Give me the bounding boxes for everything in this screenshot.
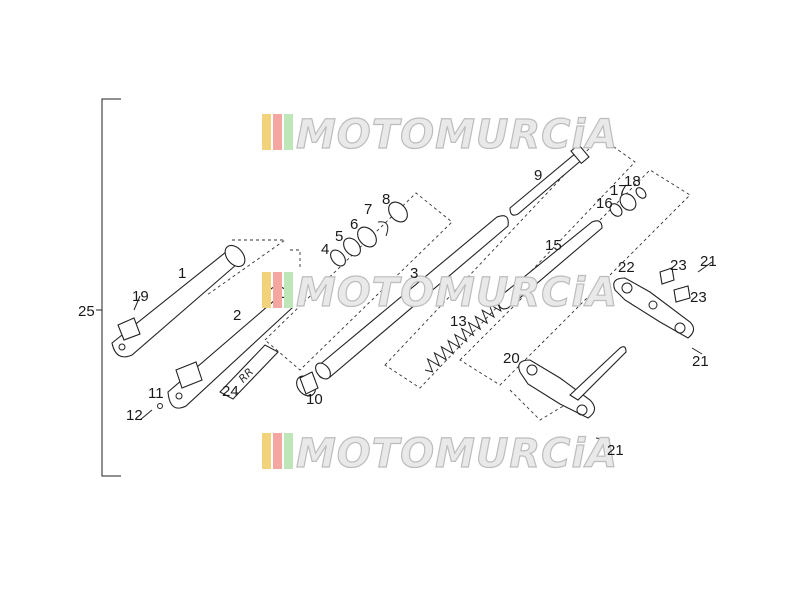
clamp-clips [659,267,691,303]
label-part-6: 6 [350,216,358,233]
assembly-bracket [96,98,121,477]
watermark-top: MOTOMURCiA [262,111,618,159]
label-part-20: 20 [503,350,520,367]
label-part-5: 5 [335,228,343,245]
label-assembly-25: 25 [78,303,95,320]
label-part-15: 15 [545,237,562,254]
label-part-8: 8 [382,191,390,208]
watermark-text-middle: MOTOMURCiA [296,270,618,316]
label-part-22: 22 [618,259,635,276]
fork-slider-left [111,244,246,358]
damper-rod [509,143,590,216]
label-part-11: 11 [148,385,164,402]
bottom-triple-clamp [518,346,627,419]
label-part-18: 18 [624,173,641,190]
watermark-text-bottom: MOTOMURCiA [296,431,618,477]
top-triple-clamp [613,277,695,339]
fork-spring [424,297,502,373]
bushing [296,371,319,397]
watermark-text-top: MOTOMURCiA [296,112,618,158]
label-part-1: 1 [178,265,186,282]
label-part-17: 17 [610,182,627,199]
label-part-21-top: 21 [700,253,717,270]
seal-stack [330,201,408,267]
inner-tube [315,215,509,380]
label-part-21-bottom: 21 [607,442,624,459]
bolts [133,261,713,441]
inner-tube-2 [497,220,603,310]
watermark-middle: MOTOMURCiA [262,269,618,317]
label-part-16: 16 [596,195,613,212]
label-part-21-right: 21 [692,353,709,370]
label-part-10: 10 [306,391,323,408]
label-part-7: 7 [364,201,372,218]
label-part-23-bottom: 23 [690,289,707,306]
fork-decal: RR [219,344,279,400]
label-part-2: 2 [233,307,241,324]
watermark-bottom: MOTOMURCiA [262,430,618,478]
label-part-24: 24 [222,383,239,400]
label-part-9: 9 [534,167,542,184]
part-labels: 1 2 3 4 5 6 7 8 9 10 11 12 13 15 16 17 1… [78,167,717,459]
label-part-19: 19 [132,288,149,305]
label-part-4: 4 [321,241,329,258]
top-cap-set [609,187,647,217]
label-part-3: 3 [410,265,418,282]
label-part-12: 12 [126,407,143,424]
label-part-23-top: 23 [670,257,687,274]
label-part-13: 13 [450,313,467,330]
